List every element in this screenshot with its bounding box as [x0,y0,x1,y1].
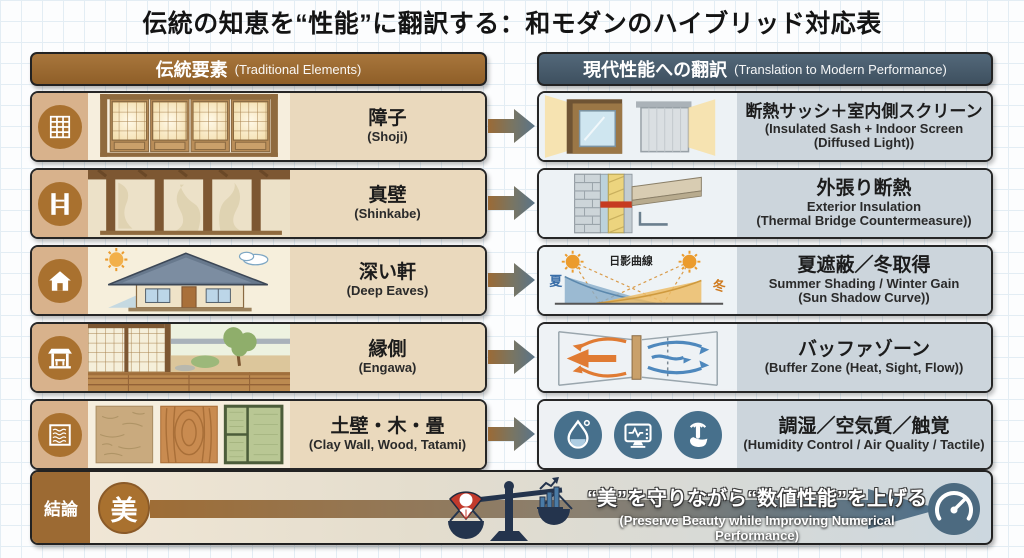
icon-strip [32,93,88,160]
conclusion-statement: “美”を守りながら“数値性能”を上げる (Preserve Beauty whi… [577,482,937,543]
insulated-sash-jp: 断熱サッシ＋室内側スクリーン [745,102,983,122]
conclusion-statement-jp: “美”を守りながら“数値性能”を上げる [587,488,927,510]
row-materials-modern: 調湿／空気質／触覚 (Humidity Control / Air Qualit… [537,399,993,470]
shoji-illustration [88,93,290,160]
exterior-insulation-en1: Exterior Insulation [806,198,922,214]
header-modern-jp: 現代性能への翻訳 [583,60,728,80]
exterior-insulation-label: 外張り断熱 Exterior Insulation (Thermal Bridg… [737,170,991,237]
materials-label: 土壁・木・畳 (Clay Wall, Wood, Tatami) [290,401,485,468]
shinkabe-illustration [88,170,290,237]
row-deep-eaves-modern: 日影曲線 夏 冬 夏遮蔽／冬取得 Summer Shading / Winter… [537,245,993,316]
icon-strip [32,170,88,237]
row-shinkabe-traditional: 真壁 (Shinkabe) [30,168,487,239]
buffer-zone-en1: (Buffer Zone (Heat, Sight, Flow)) [764,360,964,376]
conclusion-band: 結論 美 “美”を守りながら“数値性能”を上げる (Preserve Beaut… [30,470,993,545]
insulated-sash-en2: (Diffused Light)) [813,135,915,151]
comfort-en1: (Humidity Control / Air Quality / Tactil… [743,437,985,453]
summer-shading-jp: 夏遮蔽／冬取得 [797,255,931,277]
texture-icon [38,412,82,457]
deep-eaves-illustration [88,247,290,314]
row2-translate-arrow-icon [488,186,535,220]
materials-illustration [88,401,290,468]
exterior-insulation-en2: (Thermal Bridge Countermeasure)) [756,213,972,229]
buffer-zone-illustration [539,324,737,391]
row-materials-traditional: 土壁・木・畳 (Clay Wall, Wood, Tatami) [30,399,487,470]
header-traditional-en: (Traditional Elements) [234,61,362,77]
row5-translate-arrow-icon [488,417,535,451]
house-icon [38,258,82,303]
comfort-jp: 調湿／空気質／触覚 [778,416,950,438]
engawa-illustration [88,324,290,391]
engawa-label: 縁側 (Engawa) [290,324,485,391]
icon-strip [32,401,88,468]
engawa-label-en: (Engawa) [358,360,417,376]
shinkabe-label: 真壁 (Shinkabe) [290,170,485,237]
page-title: 伝統の知恵を“性能”に翻訳する：和モダンのハイブリッド対応表 [142,10,882,38]
shoji-label-en: (Shoji) [367,129,408,145]
humidity-droplet-icon [554,410,602,459]
icon-strip [32,324,88,391]
air-quality-monitor-icon [614,410,662,459]
header-modern-performance: 現代性能への翻訳 (Translation to Modern Performa… [537,52,993,86]
sun-shadow-curve-label: 日影曲線 [609,254,653,268]
materials-label-jp: 土壁・木・畳 [330,416,445,438]
buffer-zone-label: バッファゾーン (Buffer Zone (Heat, Sight, Flow)… [737,324,991,391]
summer-shading-en1: Summer Shading / Winter Gain [768,275,960,291]
icon-strip [32,247,88,314]
row-shoji-traditional: 障子 (Shoji) [30,91,487,162]
sun-shadow-curve-illustration: 日影曲線 夏 冬 [539,247,737,314]
winter-label: 冬 [713,278,726,293]
row3-translate-arrow-icon [488,263,535,297]
shinkabe-label-en: (Shinkabe) [354,206,421,222]
summer-shading-label: 夏遮蔽／冬取得 Summer Shading / Winter Gain (Su… [737,247,991,314]
shoji-grid-icon [38,104,82,149]
header-modern-en: (Translation to Modern Performance) [734,61,947,77]
deep-eaves-label: 深い軒 (Deep Eaves) [290,247,485,314]
row-engawa-modern: バッファゾーン (Buffer Zone (Heat, Sight, Flow)… [537,322,993,393]
conclusion-tag: 結論 [32,472,90,543]
conclusion-statement-en: (Preserve Beauty while Improving Numeric… [619,513,895,543]
beauty-kanji-badge: 美 [98,482,150,534]
shinkabe-post-icon [38,181,82,226]
comfort-icons [539,401,737,468]
buffer-zone-jp: バッファゾーン [797,339,931,361]
deep-eaves-label-en: (Deep Eaves) [346,283,429,299]
row4-translate-arrow-icon [488,340,535,374]
row-engawa-traditional: 縁側 (Engawa) [30,322,487,393]
insulated-sash-label: 断熱サッシ＋室内側スクリーン (Insulated Sash + Indoor … [737,93,991,160]
insulated-sash-illustration [539,93,737,160]
summer-label: 夏 [549,273,562,288]
header-traditional-elements: 伝統要素 (Traditional Elements) [30,52,487,86]
shoji-label: 障子 (Shoji) [290,93,485,160]
row-shinkabe-modern: 外張り断熱 Exterior Insulation (Thermal Bridg… [537,168,993,239]
deep-eaves-label-jp: 深い軒 [358,262,416,284]
veranda-icon [38,335,82,380]
row-shoji-modern: 断熱サッシ＋室内側スクリーン (Insulated Sash + Indoor … [537,91,993,162]
comfort-label: 調湿／空気質／触覚 (Humidity Control / Air Qualit… [737,401,991,468]
shoji-label-jp: 障子 [368,108,407,130]
insulated-sash-en1: (Insulated Sash + Indoor Screen [764,120,964,136]
materials-label-en: (Clay Wall, Wood, Tatami) [308,437,467,453]
shinkabe-label-jp: 真壁 [368,185,407,207]
summer-shading-en2: (Sun Shadow Curve)) [798,290,930,306]
exterior-insulation-jp: 外張り断熱 [816,178,912,200]
header-traditional-jp: 伝統要素 [155,60,228,80]
tactile-touch-icon [674,410,722,459]
row1-translate-arrow-icon [488,109,535,143]
performance-gauge-icon [928,483,980,535]
row-deep-eaves-traditional: 深い軒 (Deep Eaves) [30,245,487,316]
engawa-label-jp: 縁側 [368,339,407,361]
balance-scale-icon [448,477,573,541]
exterior-insulation-illustration [539,170,737,237]
